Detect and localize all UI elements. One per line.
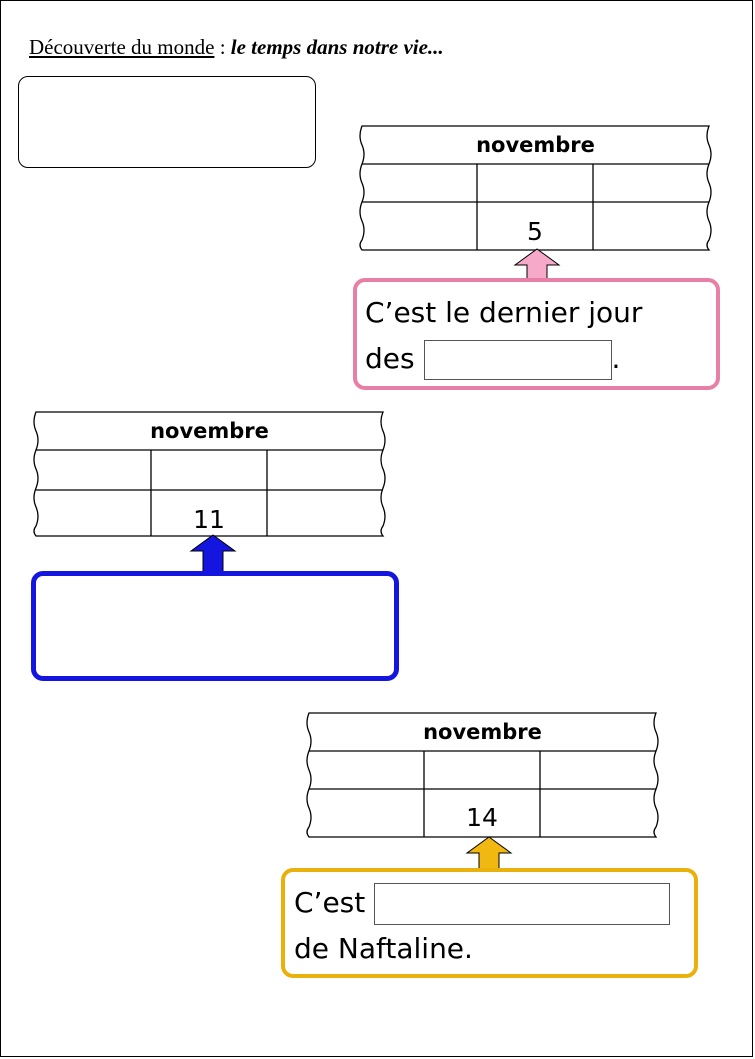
pink-box-suffix: . — [611, 342, 621, 375]
calendar-day-3: 14 — [466, 803, 498, 832]
calendar-month-3: novembre — [423, 720, 542, 744]
pink-box-line-1: C’est le dernier jour — [365, 296, 643, 329]
arrow-up-icon — [513, 248, 561, 280]
answer-field-2[interactable] — [374, 883, 671, 925]
title-separator: : — [214, 35, 231, 59]
gold-box-prefix: C’est — [294, 886, 366, 919]
calendar-grid-3 — [306, 712, 659, 838]
arrow-up-icon — [189, 534, 237, 574]
info-box-gold: C’est de Naftaline. — [281, 868, 698, 978]
answer-field-1[interactable] — [423, 340, 612, 380]
calendar-day-2: 11 — [193, 505, 225, 534]
info-box-pink: C’est le dernier jour des . — [353, 278, 720, 390]
calendar-month-1: novembre — [476, 133, 595, 157]
info-box-blue[interactable] — [31, 571, 399, 681]
pink-box-prefix: des — [365, 342, 415, 375]
calendar-strip-1: novembre 5 — [358, 125, 713, 251]
calendar-grid-2 — [33, 411, 386, 537]
pink-box-line-2: des . — [365, 336, 716, 382]
calendar-strip-2: novembre 11 — [32, 411, 387, 537]
arrow-up-icon — [465, 836, 513, 870]
calendar-grid-1 — [359, 125, 712, 251]
gold-box-line-1: C’est — [294, 880, 694, 926]
gold-box-line-2: de Naftaline. — [294, 932, 473, 965]
theme-label: le temps dans notre vie... — [230, 35, 444, 59]
subject-label: Découverte du monde — [29, 35, 215, 59]
calendar-strip-3: novembre 14 — [305, 712, 660, 838]
worksheet-title: Découverte du monde : le temps dans notr… — [29, 35, 444, 60]
calendar-month-2: novembre — [150, 419, 269, 443]
name-box[interactable] — [18, 76, 316, 168]
calendar-day-1: 5 — [527, 217, 543, 246]
